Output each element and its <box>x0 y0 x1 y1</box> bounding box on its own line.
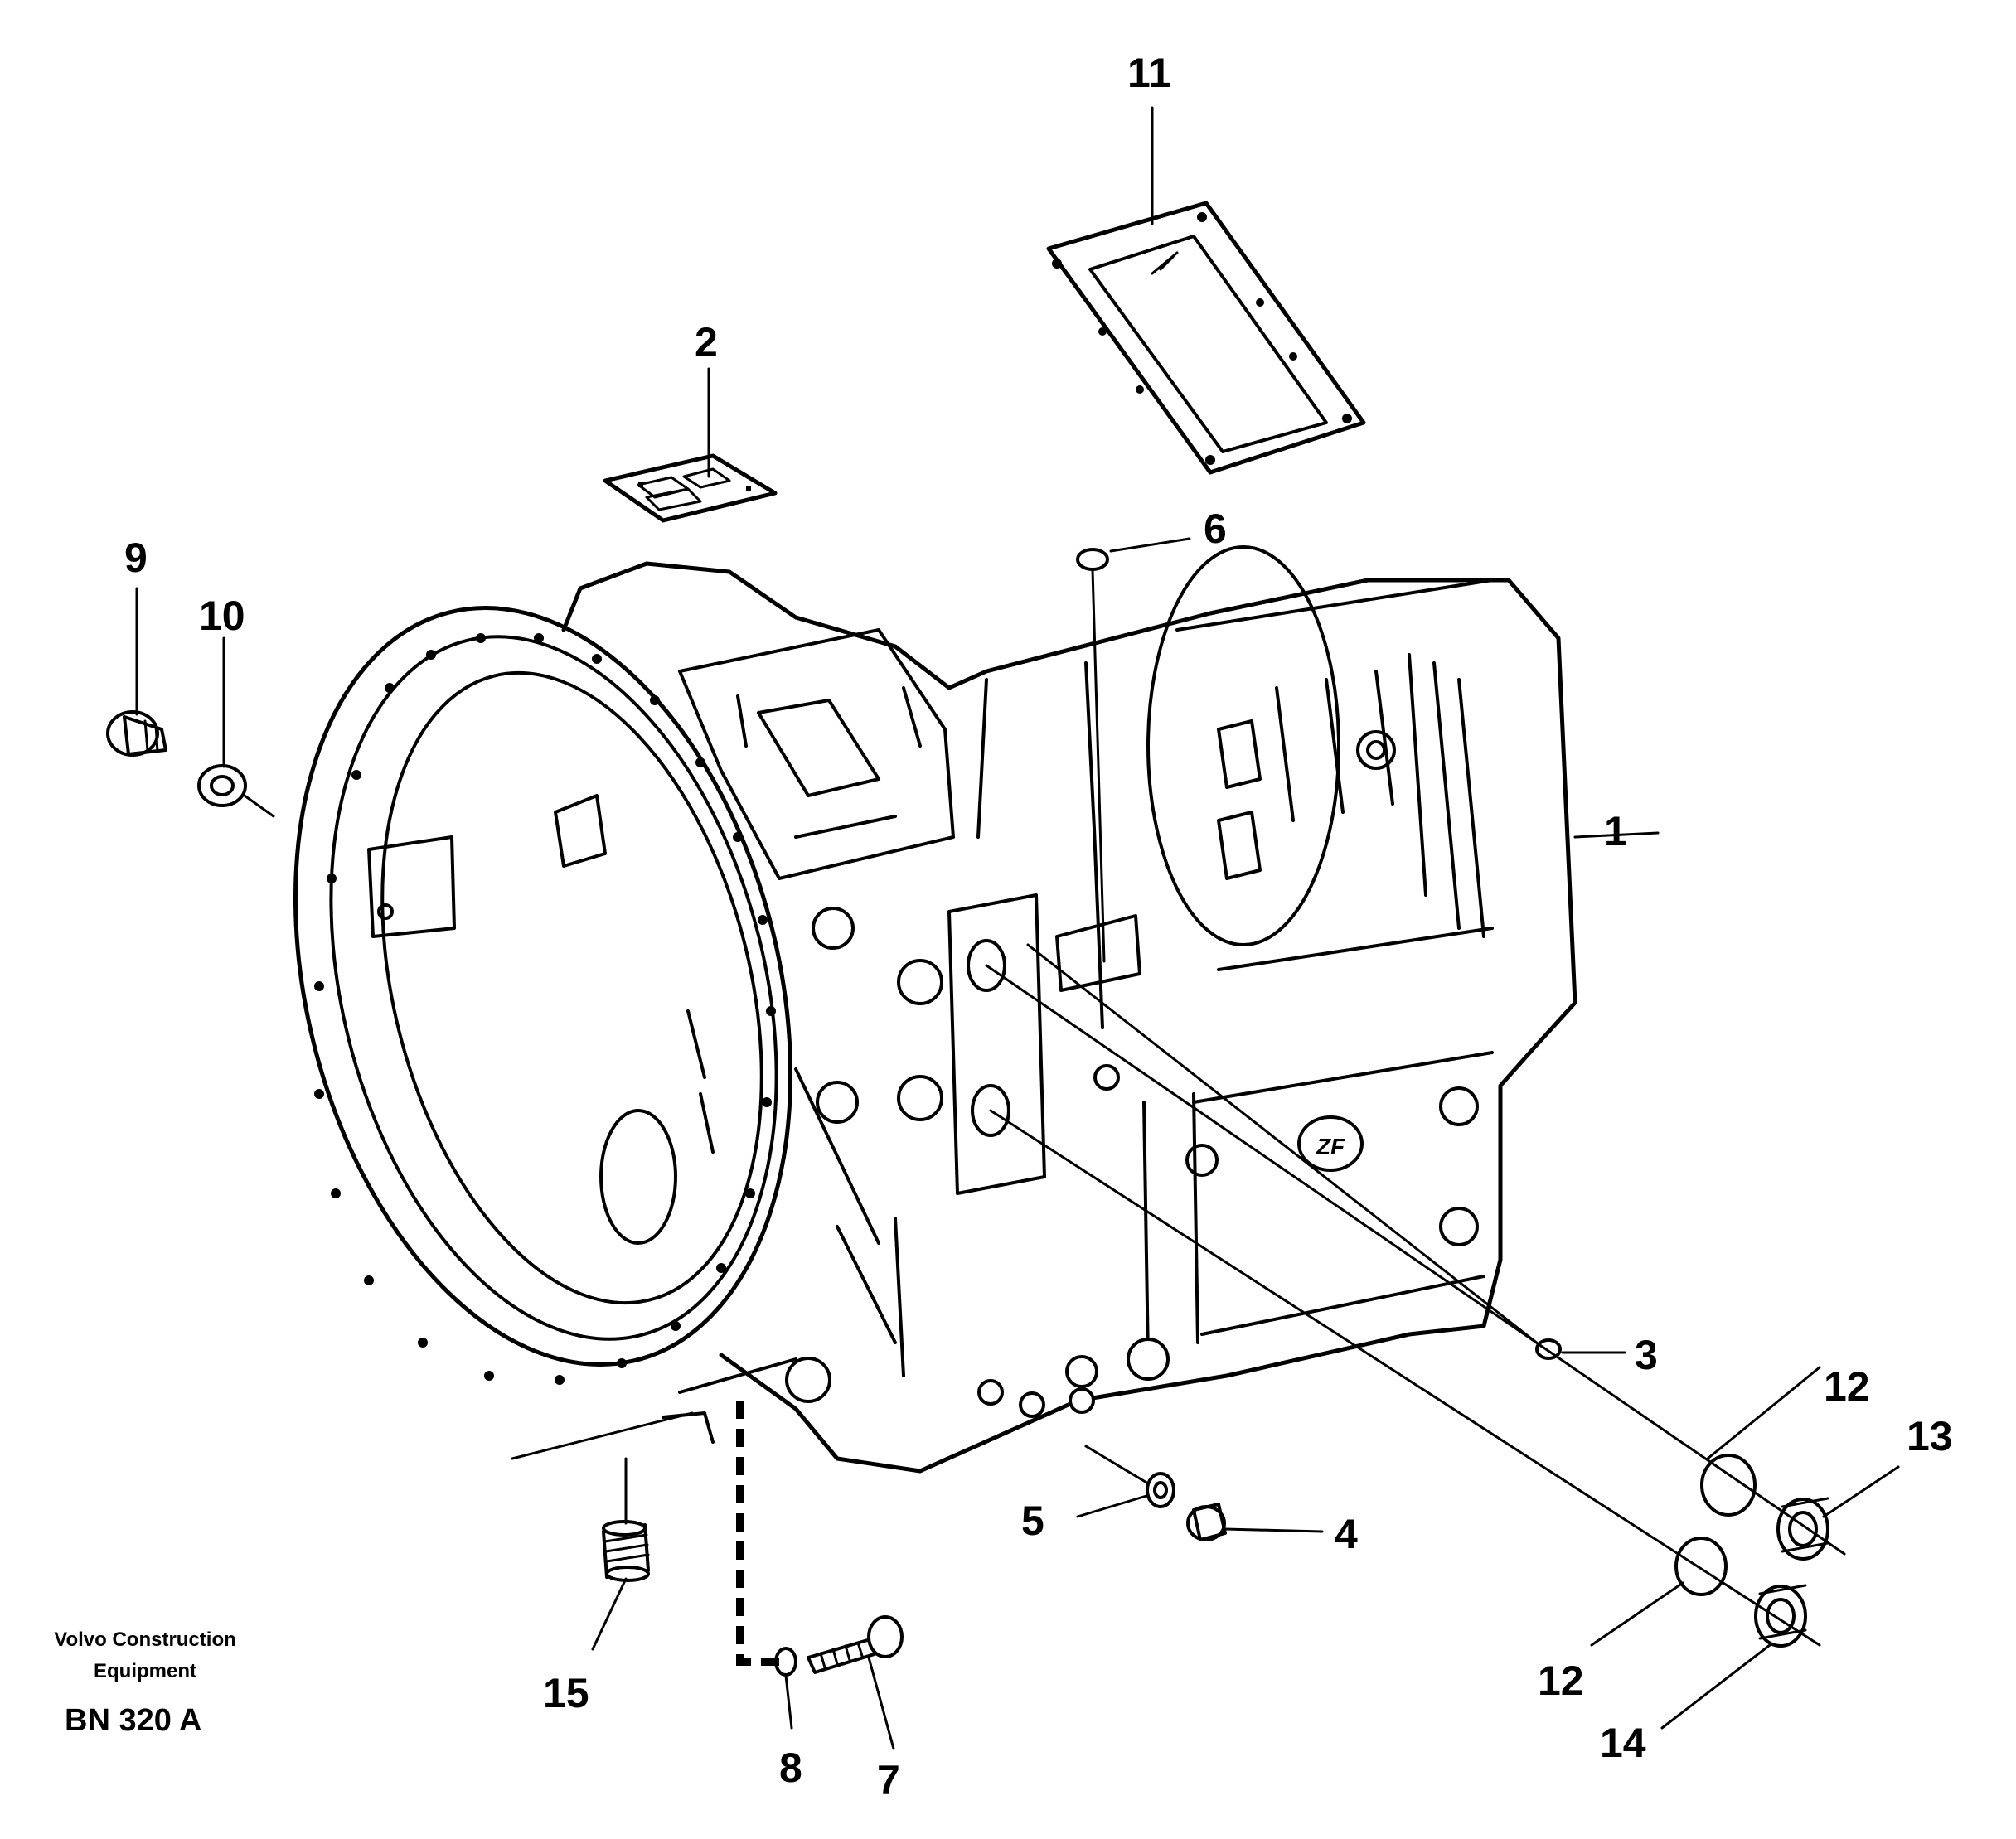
callout-1: 1 <box>1604 808 1627 854</box>
callout-labels: 1 2 3 4 5 6 7 8 9 10 11 12 13 12 14 15 <box>124 50 1953 1803</box>
callout-2: 2 <box>695 319 718 365</box>
part-13-flange <box>1776 1497 1829 1561</box>
callout-13: 13 <box>1907 1413 1953 1459</box>
manufacturer-line-2: Equipment <box>94 1660 196 1682</box>
manufacturer-caption: Volvo Construction Equipment <box>41 1624 249 1687</box>
callout-15: 15 <box>543 1670 589 1716</box>
part-5-washer <box>1146 1472 1175 1508</box>
part-10-seal-ring <box>197 764 275 818</box>
reference-code: BN 320 A <box>65 1703 202 1738</box>
part-12-o-ring-upper <box>1700 1454 1757 1517</box>
callout-7: 7 <box>877 1757 900 1803</box>
callout-12-upper: 12 <box>1824 1363 1870 1410</box>
leader-lines <box>135 106 1900 1750</box>
callout-3: 3 <box>1635 1332 1658 1378</box>
part-11-cover-plate <box>1046 201 1366 475</box>
callout-9: 9 <box>124 535 148 581</box>
part-9-plug <box>106 710 167 757</box>
svg-text:ZF: ZF <box>1316 1134 1345 1159</box>
callout-14: 14 <box>1600 1720 1646 1766</box>
part-6-breather <box>1076 548 1109 963</box>
callout-4: 4 <box>1335 1511 1358 1557</box>
manufacturer-line-1: Volvo Construction <box>54 1628 236 1651</box>
transmission-housing: ZF <box>293 545 1577 1474</box>
part-15-stud <box>602 1520 650 1582</box>
callout-11: 11 <box>1127 50 1171 96</box>
callout-8: 8 <box>779 1745 802 1791</box>
flange-bolt-holes <box>314 633 776 1385</box>
part-7-screw <box>807 1615 904 1674</box>
callout-5: 5 <box>1021 1498 1044 1544</box>
callout-6: 6 <box>1204 506 1227 552</box>
part-4-drain-plug <box>1186 1503 1227 1541</box>
callout-10: 10 <box>199 593 245 639</box>
part-2-gasket <box>603 453 778 523</box>
callout-12-lower: 12 <box>1538 1658 1584 1704</box>
part-12-o-ring-lower <box>1674 1537 1728 1596</box>
part-14-flange <box>1754 1584 1807 1648</box>
